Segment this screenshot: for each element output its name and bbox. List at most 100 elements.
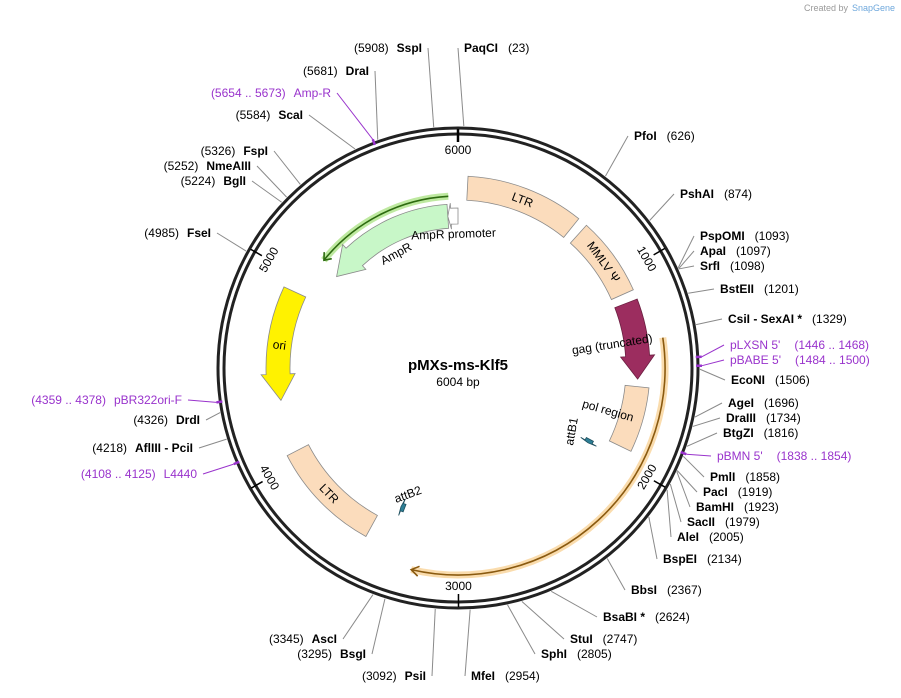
site-fsei[interactable]: FseI(4985) bbox=[144, 226, 247, 252]
site-position: (2954) bbox=[505, 669, 540, 683]
site-position: (3295) bbox=[297, 647, 332, 661]
site-econi[interactable]: EcoNI(1506) bbox=[699, 368, 810, 387]
site-name: BamHI bbox=[696, 500, 734, 514]
site-afliii-pcii[interactable]: AflIII - PciI(4218) bbox=[92, 438, 227, 455]
feature-ampr[interactable]: AmpR bbox=[336, 203, 450, 278]
primer-sites: Amp-R(5654 .. 5673) pLXSN 5'(1446 .. 1468… bbox=[31, 86, 869, 481]
primer-pbr322ori-f[interactable]: pBR322ori-F(4359 .. 4378) bbox=[31, 393, 223, 407]
credit-brand: SnapGene bbox=[852, 3, 895, 13]
site-leader bbox=[427, 47, 435, 128]
site-nmeaiii[interactable]: NmeAIII(5252) bbox=[164, 159, 287, 198]
site-name: BsaBI * bbox=[603, 610, 645, 624]
feature-attb2[interactable]: attB2 bbox=[392, 483, 424, 516]
site-agei[interactable]: AgeI(1696) bbox=[694, 396, 799, 418]
site-drai[interactable]: DraI(5681) bbox=[303, 64, 379, 140]
site-leader bbox=[676, 470, 698, 493]
site-drdi[interactable]: DrdI(4326) bbox=[133, 412, 221, 427]
site-leader bbox=[507, 604, 536, 655]
primer-plxsn-5-[interactable]: pLXSN 5'(1446 .. 1468) bbox=[695, 338, 869, 359]
site-bamhi[interactable]: BamHI(1923) bbox=[676, 471, 779, 514]
primer-amp-r[interactable]: Amp-R(5654 .. 5673) bbox=[211, 86, 377, 146]
site-sphi[interactable]: SphI(2805) bbox=[507, 604, 612, 661]
site-leader bbox=[699, 368, 726, 381]
ltr-left-shape bbox=[286, 444, 378, 538]
site-position: (626) bbox=[667, 129, 695, 143]
feature-ltr-right[interactable]: LTR bbox=[466, 175, 580, 238]
primer-pbabe-5-[interactable]: pBABE 5'(1484 .. 1500) bbox=[695, 353, 870, 368]
site-sacii[interactable]: SacII(1979) bbox=[669, 483, 760, 529]
site-name: ApaI bbox=[700, 244, 726, 258]
feature-ltr-left[interactable]: LTR bbox=[286, 444, 378, 538]
site-bsgi[interactable]: BsgI(3295) bbox=[297, 598, 386, 661]
feature-gag-trunc[interactable]: gag (truncated) bbox=[571, 298, 656, 380]
site-draiii[interactable]: DraIII(1734) bbox=[692, 411, 801, 427]
site-name: SspI bbox=[397, 41, 422, 55]
site-leader bbox=[649, 193, 675, 221]
site-leader bbox=[678, 250, 695, 270]
site-position: (5584) bbox=[236, 108, 271, 122]
site-paci[interactable]: PacI (1919) bbox=[676, 470, 773, 499]
site-bsteii[interactable]: BstEII(1201) bbox=[688, 282, 799, 296]
site-position: (4326) bbox=[133, 413, 168, 427]
feature-attb1[interactable]: attB1 bbox=[562, 416, 597, 447]
site-bsabi-[interactable]: BsaBI * (2624) bbox=[551, 590, 690, 624]
ampr-promoter-label: AmpR promoter bbox=[411, 226, 496, 243]
primer-range: (4359 .. 4378) bbox=[31, 393, 106, 407]
site-pshai[interactable]: PshAI(874) bbox=[649, 187, 752, 221]
primer-range: (1484 .. 1500) bbox=[795, 353, 870, 367]
site-name: DraIII bbox=[726, 411, 756, 425]
site-bgli[interactable]: BglI(5224) bbox=[181, 174, 282, 203]
site-asci[interactable]: AscI(3345) bbox=[269, 594, 374, 646]
klf5-orf bbox=[411, 337, 666, 576]
site-pspomi[interactable]: PspOMI(1093) bbox=[677, 229, 789, 269]
primer-pbmn-5-[interactable]: pBMN 5'(1838 .. 1854) bbox=[680, 449, 852, 463]
site-apai[interactable]: ApaI(1097) bbox=[678, 244, 771, 270]
site-leader bbox=[669, 483, 682, 523]
site-position: (3345) bbox=[269, 632, 304, 646]
tick-mark bbox=[250, 248, 263, 257]
site-scai[interactable]: ScaI(5584) bbox=[236, 108, 356, 150]
site-position: (2805) bbox=[577, 647, 612, 661]
feature-ori[interactable]: ori bbox=[260, 286, 307, 402]
site-position: (2005) bbox=[709, 530, 744, 544]
site-alei[interactable]: AleI(2005) bbox=[666, 489, 744, 544]
orf-arcs bbox=[321, 192, 669, 579]
site-name: SrfI bbox=[700, 259, 720, 273]
site-leader bbox=[551, 590, 598, 618]
amp-orf bbox=[323, 195, 449, 261]
ori-shape bbox=[260, 286, 307, 402]
primer-range: (5654 .. 5673) bbox=[211, 86, 286, 100]
site-pfoi[interactable]: PfoI (626) bbox=[605, 129, 695, 177]
site-bspei[interactable]: BspEI(2134) bbox=[648, 516, 742, 566]
ori-label: ori bbox=[272, 337, 287, 353]
site-paqci[interactable]: PaqCI(23) bbox=[457, 41, 529, 127]
primer-mark bbox=[216, 400, 223, 404]
site-psii[interactable]: PsiI(3092) bbox=[362, 608, 436, 683]
site-stui[interactable]: StuI(2747) bbox=[521, 601, 638, 646]
site-srfi[interactable]: SrfI(1098) bbox=[678, 259, 765, 273]
site-name: CsiI - SexAI * bbox=[728, 312, 802, 326]
site-name: PfoI bbox=[634, 129, 657, 143]
site-name: PacI bbox=[703, 485, 728, 499]
site-btgzi[interactable]: BtgZI(1816) bbox=[686, 426, 798, 447]
pol-region-shape bbox=[608, 384, 650, 452]
site-leader bbox=[677, 235, 695, 269]
site-fspi[interactable]: FspI(5326) bbox=[201, 144, 301, 185]
klf5-orf-arrowhead bbox=[409, 565, 420, 577]
site-sspi[interactable]: SspI(5908) bbox=[354, 41, 435, 128]
site-pmli[interactable]: PmlI(1858) bbox=[682, 455, 780, 484]
site-mfei[interactable]: MfeI(2954) bbox=[464, 609, 540, 683]
site-leader bbox=[688, 288, 715, 294]
site-leader bbox=[521, 601, 565, 640]
site-bbsi[interactable]: BbsI(2367) bbox=[606, 558, 702, 597]
feature-ampr-promoter[interactable]: AmpR promoter bbox=[411, 203, 496, 242]
site-position: (2624) bbox=[655, 610, 690, 624]
site-csii-sexai-[interactable]: CsiI - SexAI * (1329) bbox=[695, 312, 847, 326]
site-leader bbox=[198, 438, 227, 449]
site-position: (1919) bbox=[738, 485, 773, 499]
tick-mark bbox=[653, 247, 666, 256]
primer-name: L4440 bbox=[164, 467, 198, 481]
feature-mmlv-psi[interactable]: MMLV Ψ bbox=[569, 224, 634, 301]
primer-l4440[interactable]: L4440(4108 .. 4125) bbox=[81, 460, 240, 481]
site-position: (1329) bbox=[812, 312, 847, 326]
